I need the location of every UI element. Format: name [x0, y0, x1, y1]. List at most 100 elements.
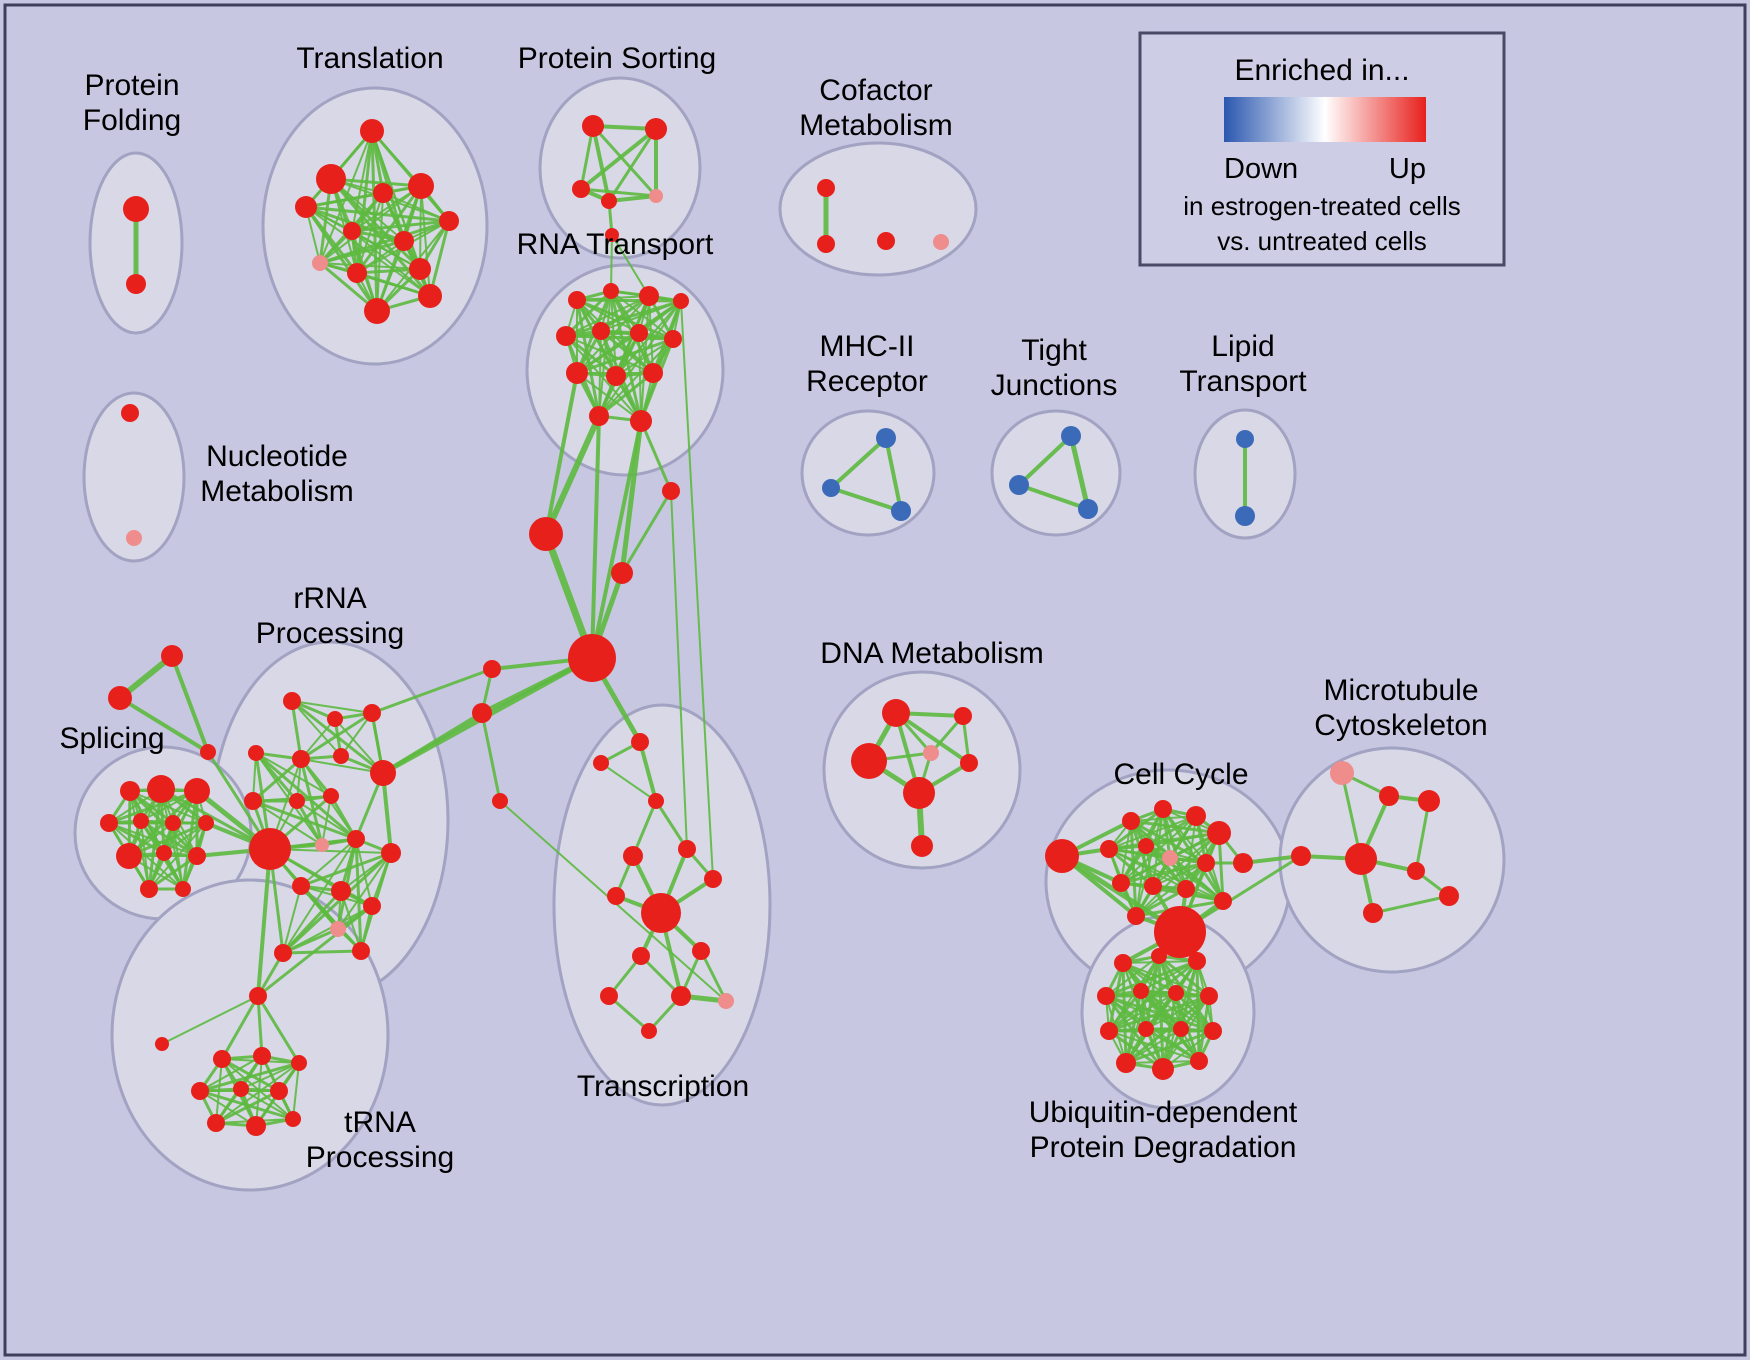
node-mid3 [492, 793, 508, 809]
node-mc2 [1379, 786, 1399, 806]
node-rr1 [283, 692, 301, 710]
network-edge [419, 185, 422, 270]
network-edge [1105, 955, 1160, 997]
node-sp4 [100, 814, 118, 832]
network-edge [564, 299, 683, 338]
node-tn7 [233, 1081, 249, 1097]
network-edge [291, 700, 342, 757]
network-edge [337, 852, 392, 930]
node-tx7 [641, 893, 681, 933]
network-edge [281, 851, 393, 955]
node-cc7 [1138, 838, 1154, 854]
cluster-label-nucleotide-metabolism: Metabolism [200, 475, 353, 508]
node-cc15 [1154, 906, 1206, 958]
cluster-label-ubiquitin-degradation: Protein Degradation [1030, 1131, 1297, 1164]
node-tn2 [155, 1037, 169, 1051]
network-edge [281, 949, 363, 955]
cluster-ellipse-trna-processing [110, 878, 390, 1192]
network-edge [118, 696, 210, 754]
network-edge [299, 711, 374, 761]
network-edge [1197, 994, 1211, 1063]
network-edge [351, 185, 422, 232]
node-mid1 [483, 660, 501, 678]
cluster-label-translation: Translation [296, 42, 443, 75]
network-edge [591, 124, 658, 198]
cluster-label-rrna-processing: Processing [256, 617, 404, 650]
network-edge [255, 752, 332, 797]
node-rt11 [643, 363, 663, 383]
cluster-label-cofactor-metabolism: Metabolism [799, 109, 952, 142]
network-edge [829, 486, 903, 513]
node-ps4 [601, 193, 617, 209]
node-sp1 [120, 781, 140, 801]
network-edge [299, 757, 324, 847]
cluster-ellipse-mhc-ii-receptor [800, 409, 936, 537]
network-edge [199, 1090, 257, 1127]
network-edge [215, 1062, 300, 1124]
network-edge [355, 271, 432, 298]
node-sp9 [156, 845, 172, 861]
node-lt2 [1235, 506, 1255, 526]
node-ps2 [645, 118, 667, 140]
node-cc10 [1233, 853, 1253, 873]
node-tx13 [718, 993, 734, 1009]
network-edge [256, 994, 301, 1065]
node-cc16 [1214, 892, 1232, 910]
network-edge [1157, 954, 1211, 998]
node-cc11 [1112, 874, 1130, 892]
network-edge [256, 994, 264, 1058]
node-rr5 [292, 750, 310, 768]
node-cc9 [1197, 854, 1215, 872]
network-edge [318, 239, 406, 265]
network-edge [256, 904, 374, 998]
node-ub4 [1097, 987, 1115, 1005]
network-edge [1371, 894, 1451, 915]
node-tj2 [1009, 475, 1029, 495]
node-sp10 [188, 847, 206, 865]
network-edge [1140, 960, 1198, 992]
node-tr1 [360, 119, 384, 143]
cluster-label-ubiquitin-degradation: Ubiquitin-dependent [1029, 1096, 1298, 1129]
network-edge [620, 489, 673, 575]
node-tr6 [439, 211, 459, 231]
node-mc4 [1291, 846, 1311, 866]
network-edge [590, 414, 601, 660]
network-edge [370, 667, 494, 715]
node-mh1 [876, 428, 896, 448]
node-mid2 [472, 703, 492, 723]
network-edge [199, 1055, 263, 1092]
node-rt13 [630, 410, 652, 432]
node-cc6 [1100, 840, 1118, 858]
network-edge [1140, 990, 1214, 1032]
node-rr13 [347, 830, 365, 848]
cluster-label-protein-folding: Folding [83, 104, 181, 137]
node-mc6 [1407, 862, 1425, 880]
cluster-label-mhc-ii-receptor: MHC-II [820, 330, 915, 363]
node-tn10 [246, 1116, 266, 1136]
node-rr17 [363, 897, 381, 915]
node-nm2 [126, 530, 142, 546]
node-dm7 [911, 835, 933, 857]
node-ps5 [649, 189, 663, 203]
cluster-label-protein-folding: Protein [84, 69, 179, 102]
node-ub14 [1190, 1052, 1208, 1070]
network-edge [240, 1062, 300, 1090]
network-edge [292, 1062, 300, 1120]
network-edge [615, 338, 674, 377]
node-tr9 [312, 255, 328, 271]
node-rt5 [556, 326, 576, 346]
node-sp6 [165, 815, 181, 831]
cluster-ellipse-tight-junctions [990, 409, 1122, 537]
network-edge [607, 127, 658, 203]
cluster-label-splicing: Splicing [59, 722, 164, 755]
node-rt12 [589, 406, 609, 426]
legend: Enriched in... Down Up in estrogen-treat… [1138, 31, 1506, 267]
network-edge [1125, 1028, 1182, 1064]
cluster-label-microtubule-cytoskeleton: Microtubule [1323, 674, 1478, 707]
node-sp8 [116, 843, 142, 869]
node-gh [568, 634, 616, 682]
network-edge [290, 699, 303, 761]
node-tx14 [641, 1023, 657, 1039]
